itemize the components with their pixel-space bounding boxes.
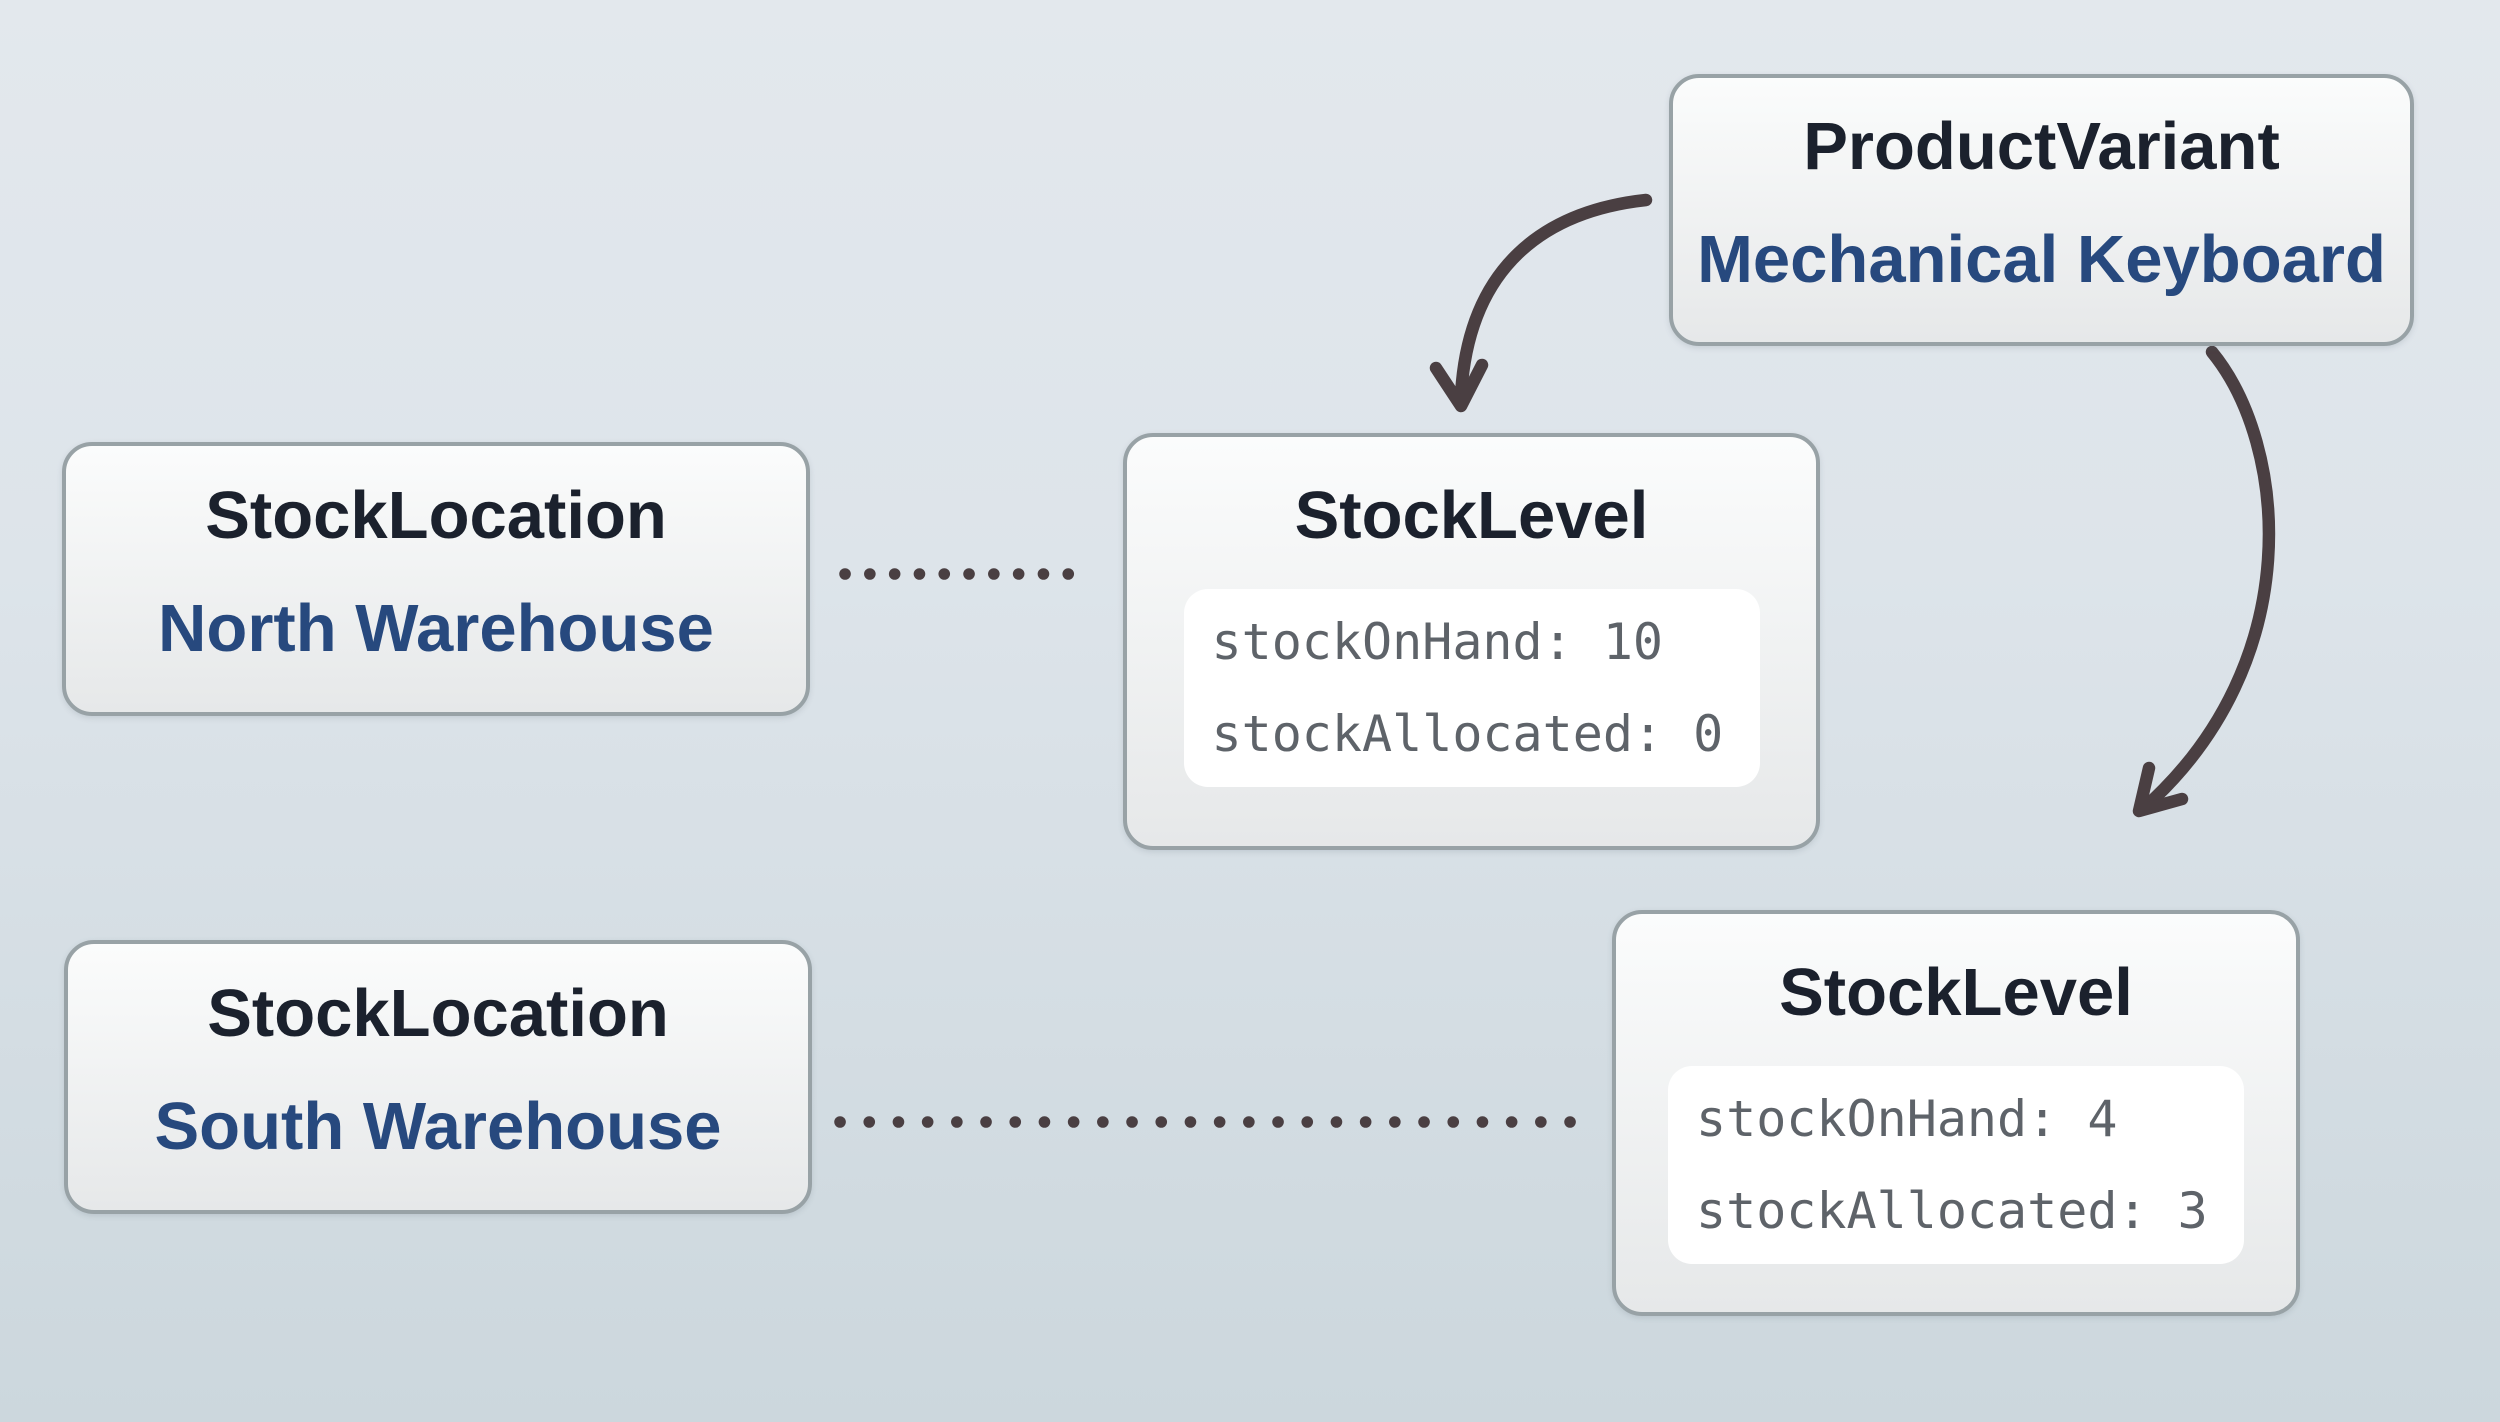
node-stock-location-south: StockLocation South Warehouse — [64, 940, 812, 1214]
stock-allocated-field: stockAllocated: 3 — [1696, 1182, 2208, 1240]
node-stock-level-north: StockLevel stockOnHand: 10 stockAllocate… — [1123, 433, 1820, 850]
node-stock-level-south: StockLevel stockOnHand: 4 stockAllocated… — [1612, 910, 2300, 1316]
entity-type-label: StockLevel — [1294, 478, 1649, 553]
stock-fields-panel: stockOnHand: 4 stockAllocated: 3 — [1668, 1066, 2244, 1264]
arrowhead-south-icon — [2132, 761, 2189, 818]
entity-type-label: StockLocation — [207, 975, 669, 1051]
stock-fields-panel: stockOnHand: 10 stockAllocated: 0 — [1183, 589, 1760, 787]
node-stock-location-north: StockLocation North Warehouse — [62, 442, 810, 716]
entity-instance-label: Mechanical Keyboard — [1697, 221, 2386, 297]
stock-on-hand-field: stockOnHand: 10 — [1211, 613, 1664, 671]
entity-type-label: StockLocation — [205, 477, 667, 553]
arrow-productvariant-to-stocklevel-north — [1454, 193, 1653, 403]
arrow-productvariant-to-stocklevel-south — [2137, 345, 2276, 815]
arrowhead-north-icon — [1429, 358, 1489, 413]
stock-on-hand-field: stockOnHand: 4 — [1696, 1090, 2118, 1148]
stock-allocated-field: stockAllocated: 0 — [1211, 705, 1724, 763]
entity-type-label: StockLevel — [1779, 955, 2133, 1030]
entity-instance-label: South Warehouse — [154, 1088, 722, 1164]
node-product-variant: ProductVariant Mechanical Keyboard — [1669, 74, 2414, 346]
entity-instance-label: North Warehouse — [158, 590, 714, 666]
entity-type-label: ProductVariant — [1803, 108, 2280, 184]
